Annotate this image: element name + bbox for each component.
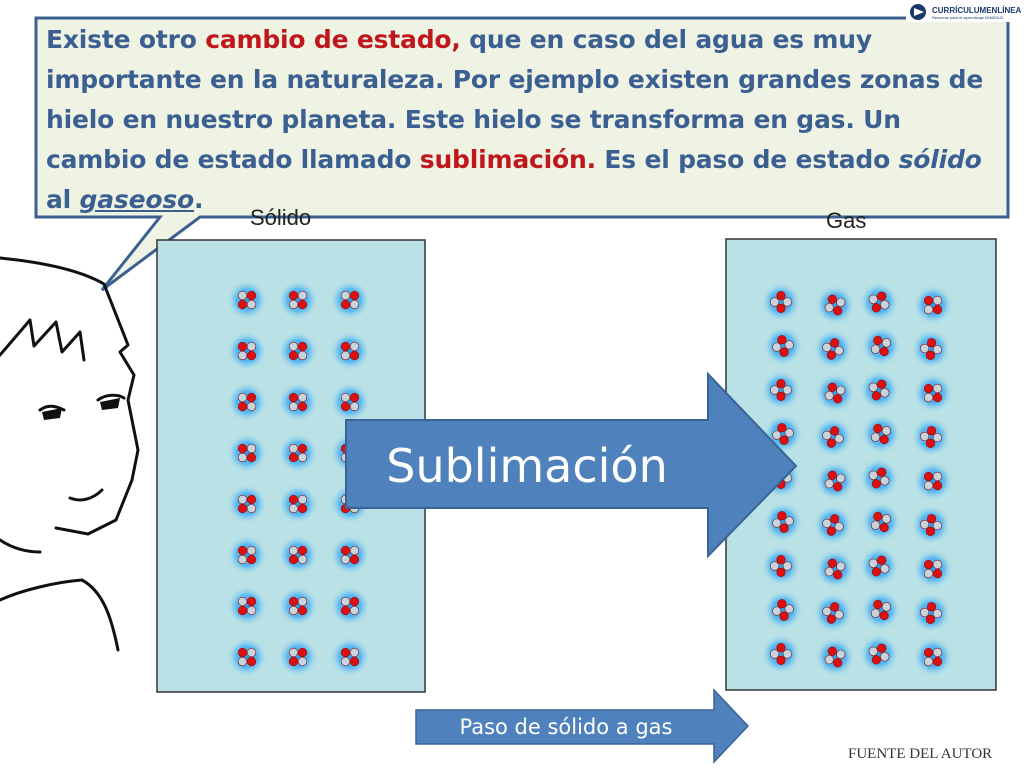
callout-part: Existe otro — [46, 25, 206, 54]
water-molecule-icon — [278, 433, 318, 473]
water-molecule-icon — [815, 373, 855, 413]
water-molecule-icon — [330, 280, 370, 320]
water-molecule-icon — [227, 280, 267, 320]
eye-right — [100, 398, 120, 410]
solid-label: Sólido — [250, 205, 312, 230]
water-molecule-icon — [911, 505, 951, 545]
water-molecule-icon — [911, 417, 951, 457]
callout-text: Existe otro cambio de estado, que en cas… — [46, 20, 998, 220]
water-molecule-icon — [278, 586, 318, 626]
curriculum-logo — [906, 2, 1018, 22]
water-molecule-icon — [859, 458, 899, 498]
water-molecule-icon — [861, 590, 901, 630]
water-molecule-icon — [330, 637, 370, 677]
water-molecule-icon — [861, 326, 901, 366]
callout-gaseoso: gaseoso — [79, 185, 195, 214]
water-molecule-icon — [913, 549, 953, 589]
water-molecule-icon — [227, 433, 267, 473]
callout-part: Es el paso de estado — [595, 145, 899, 174]
water-molecule-icon — [227, 586, 267, 626]
water-molecule-icon — [815, 461, 855, 501]
solid-to-gas-arrow — [415, 688, 750, 764]
callout-part: . — [193, 185, 204, 214]
water-molecule-icon — [763, 502, 803, 542]
water-molecule-icon — [859, 370, 899, 410]
logo-tagline: Recursos para el aprendizaje MINEDUC — [932, 15, 1004, 20]
callout-part: que en caso del agua es muy importante e… — [46, 25, 984, 174]
water-molecule-icon — [813, 593, 853, 633]
gas-label: Gas — [826, 208, 867, 233]
water-molecule-icon — [861, 414, 901, 454]
callout-part: al — [46, 185, 80, 214]
water-molecule-icon — [815, 285, 855, 325]
water-molecule-icon — [227, 331, 267, 371]
water-molecule-icon — [278, 382, 318, 422]
water-molecule-icon — [227, 535, 267, 575]
water-molecule-icon — [761, 546, 801, 586]
water-molecule-icon — [330, 331, 370, 371]
water-molecule-icon — [278, 637, 318, 677]
water-molecule-icon — [913, 373, 953, 413]
water-molecule-icon — [761, 634, 801, 674]
water-molecule-icon — [911, 593, 951, 633]
speech-bubble — [34, 16, 1010, 292]
callout-highlight-sublimacion: sublimación. — [419, 145, 596, 174]
water-molecule-icon — [813, 417, 853, 457]
sublimation-arrow-label: Sublimación — [386, 439, 668, 493]
solid-to-gas-arrow-label: Paso de sólido a gas — [459, 715, 673, 739]
water-molecule-icon — [859, 282, 899, 322]
water-molecule-icon — [859, 546, 899, 586]
logo-name: CURRÍCULUMENLÍNEA — [932, 6, 1022, 15]
water-molecule-icon — [815, 549, 855, 589]
water-molecule-icon — [763, 590, 803, 630]
gas-molecules — [761, 282, 953, 677]
water-molecule-icon — [913, 285, 953, 325]
water-molecule-icon — [227, 484, 267, 524]
eye-left — [42, 408, 62, 420]
water-molecule-icon — [330, 586, 370, 626]
water-molecule-icon — [913, 637, 953, 677]
water-molecule-icon — [330, 535, 370, 575]
water-molecule-icon — [227, 382, 267, 422]
water-molecule-icon — [278, 331, 318, 371]
water-molecule-icon — [911, 329, 951, 369]
water-molecule-icon — [761, 282, 801, 322]
water-molecule-icon — [761, 370, 801, 410]
water-molecule-icon — [278, 280, 318, 320]
water-molecule-icon — [861, 502, 901, 542]
character-illustration — [0, 256, 140, 652]
water-molecule-icon — [330, 382, 370, 422]
water-molecule-icon — [813, 505, 853, 545]
callout-solido: sólido — [898, 145, 982, 174]
water-molecule-icon — [763, 326, 803, 366]
water-molecule-icon — [227, 637, 267, 677]
water-molecule-icon — [815, 637, 855, 677]
water-molecule-icon — [278, 484, 318, 524]
sublimation-arrow — [345, 371, 798, 559]
source-credit: FUENTE DEL AUTOR — [848, 746, 993, 762]
water-molecule-icon — [278, 535, 318, 575]
water-molecule-icon — [913, 461, 953, 501]
callout-highlight-cambio: cambio de estado, — [205, 25, 461, 54]
water-molecule-icon — [859, 634, 899, 674]
water-molecule-icon — [813, 329, 853, 369]
